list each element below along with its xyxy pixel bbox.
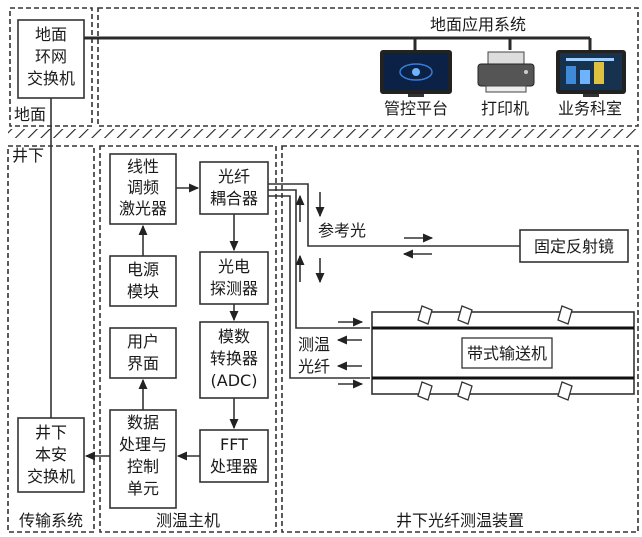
temp-host-region xyxy=(99,145,277,533)
laser-line3: 激光器 xyxy=(119,199,167,218)
adc-line3: (ADC) xyxy=(211,371,258,390)
business-office-label: 业务科室 xyxy=(558,99,622,118)
printer-icon xyxy=(477,51,535,93)
adc-line2: 转换器 xyxy=(210,349,258,368)
sensing-fiber-label-line1: 测温 xyxy=(298,335,330,354)
fixed-reflector xyxy=(519,229,629,263)
safety-switch-line3: 交换机 xyxy=(27,467,75,486)
ground-app-region xyxy=(97,7,639,127)
ground-switch-line2: 环网 xyxy=(35,47,67,66)
reference-light-label: 参考光 xyxy=(318,221,366,240)
ui-line1: 用户 xyxy=(127,332,159,351)
underground-device-label: 井下光纤测温装置 xyxy=(396,511,524,530)
monitor-icon xyxy=(380,50,452,97)
ground-label: 地面 xyxy=(14,105,46,124)
ground-switch-line3: 交换机 xyxy=(27,69,75,88)
safety-switch-line2: 本安 xyxy=(35,445,67,464)
photodetector xyxy=(199,251,269,305)
sensing-fiber-label-line2: 光纤 xyxy=(298,357,330,376)
ground-ring-switch xyxy=(17,19,85,99)
business-screen-icon xyxy=(556,50,626,97)
dpcu-line2: 处理与 xyxy=(119,435,167,454)
transmission-system-label: 传输系统 xyxy=(19,511,83,530)
transmission-region xyxy=(7,145,95,533)
temp-host-label: 测温主机 xyxy=(156,511,220,530)
coupler-line1: 光纤 xyxy=(218,167,250,186)
adc-line1: 模数 xyxy=(218,327,250,346)
fft-line2: 处理器 xyxy=(210,457,258,476)
power-line1: 电源 xyxy=(127,260,159,279)
conveyor-label: 带式输送机 xyxy=(467,344,547,363)
underground-device-region xyxy=(281,145,639,533)
safety-switch-line1: 井下 xyxy=(35,423,67,442)
dpcu-line1: 数据 xyxy=(127,413,159,432)
printer-label: 打印机 xyxy=(481,99,529,118)
conveyor-label-box xyxy=(461,337,553,369)
dpcu-line3: 控制 xyxy=(127,457,159,476)
ui-line2: 界面 xyxy=(127,354,159,373)
sensing-fiber-bottom xyxy=(268,195,370,379)
dpcu-line4: 单元 xyxy=(127,479,159,498)
fiber-coupler xyxy=(199,161,269,215)
control-platform-label: 管控平台 xyxy=(384,99,448,118)
ground-underground-divider xyxy=(8,129,638,138)
reflector-label: 固定反射镜 xyxy=(534,237,614,256)
ground-switch-line1: 地面 xyxy=(35,25,67,44)
sensing-fiber-top xyxy=(268,189,370,329)
ground-app-system-label: 地面应用系统 xyxy=(430,15,526,34)
fft-line1: FFT xyxy=(220,435,248,454)
laser-line2: 调频 xyxy=(127,178,159,197)
linear-fm-laser xyxy=(109,153,177,225)
user-interface xyxy=(109,327,177,379)
underground-safety-switch xyxy=(17,417,85,493)
coupler-line2: 耦合器 xyxy=(210,189,258,208)
power-line2: 模块 xyxy=(127,282,159,301)
detector-line2: 探测器 xyxy=(210,279,258,298)
reference-fiber xyxy=(268,183,520,247)
data-processing-control-unit xyxy=(109,409,177,509)
underground-label: 井下 xyxy=(12,146,44,165)
laser-line1: 线性 xyxy=(127,157,159,176)
detector-line1: 光电 xyxy=(218,257,250,276)
